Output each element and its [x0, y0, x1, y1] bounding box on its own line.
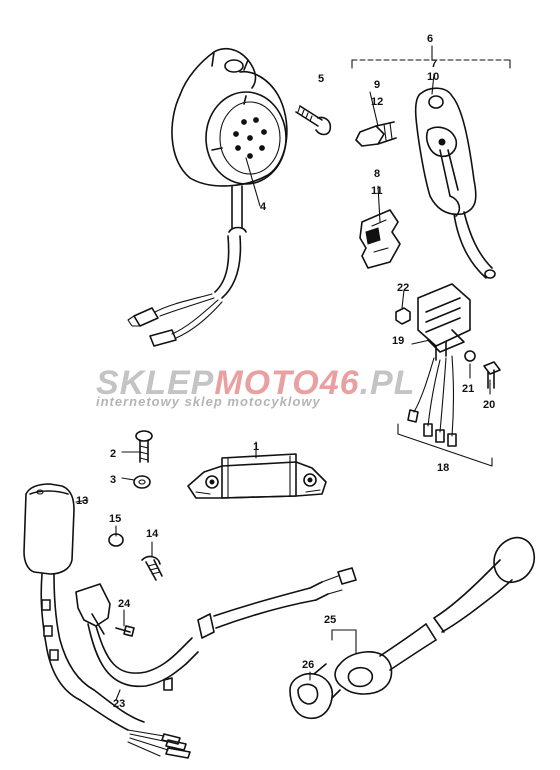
callout-1: 1: [253, 441, 259, 453]
callout-9: 9: [374, 79, 380, 91]
part-6-bracket-group: [351, 45, 511, 69]
part-3-washer: [133, 475, 151, 489]
callout-20: 20: [483, 399, 495, 411]
callout-19: 19: [392, 335, 404, 347]
callout-12: 12: [371, 96, 383, 108]
watermark-brand-part4: .PL: [360, 364, 416, 402]
watermark-brand-part2: MOTO: [214, 364, 319, 402]
callout-15: 15: [109, 513, 121, 525]
part-5-screw: [295, 105, 332, 136]
callout-7: 7: [431, 58, 437, 70]
callout-labels: 1 2 3 4 5 6 7 8 9 10 11 12 13 14 15 18 1…: [76, 33, 495, 710]
part-8-11-clip: [359, 209, 401, 269]
watermark-brand: SKLEPMOTO46.PL: [96, 364, 415, 402]
part-2-screw: [135, 430, 153, 463]
part-21-washer: [464, 350, 476, 362]
part-4-pulser-coil: [127, 47, 288, 347]
callout-4: 4: [260, 201, 267, 213]
callout-10: 10: [427, 71, 439, 83]
part-22-nut: [395, 307, 411, 325]
callout-24: 24: [118, 598, 131, 610]
leader-lines: [75, 73, 491, 701]
callout-5: 5: [318, 73, 324, 85]
callout-26: 26: [302, 659, 314, 671]
watermark-brand-part1: SKLEP: [96, 364, 214, 402]
part-7-10-sensor-assembly: [414, 87, 496, 279]
callout-6: 6: [427, 33, 433, 45]
watermark: SKLEPMOTO46.PL internetowy sklep motocyk…: [96, 364, 415, 409]
part-14-screw: [141, 555, 163, 581]
callout-21: 21: [462, 383, 474, 395]
part-23-wire-harness: [75, 567, 357, 691]
callout-3: 3: [110, 474, 116, 486]
part-25-main-cable: [331, 536, 536, 695]
part-20-bolt: [483, 361, 501, 389]
callout-8: 8: [374, 168, 380, 180]
part-9-12-bolt: [355, 121, 397, 147]
callout-14: 14: [146, 528, 159, 540]
callout-18: 18: [437, 462, 449, 474]
watermark-tagline: internetowy sklep motocyklowy: [96, 394, 321, 409]
part-24-screw: [115, 625, 135, 637]
callout-2: 2: [110, 448, 116, 460]
callout-25: 25: [324, 614, 336, 626]
part-26-switch-cap: [289, 663, 341, 720]
callout-23: 23: [113, 698, 125, 710]
callout-13: 13: [76, 495, 88, 507]
callout-11: 11: [371, 185, 383, 197]
part-18-rectifier: [397, 283, 493, 467]
watermark-brand-part3: 46: [319, 364, 360, 402]
part-13-cdi-unit: [23, 483, 191, 759]
callout-22: 22: [397, 282, 409, 294]
part-1-lighting-coil: [187, 453, 327, 499]
